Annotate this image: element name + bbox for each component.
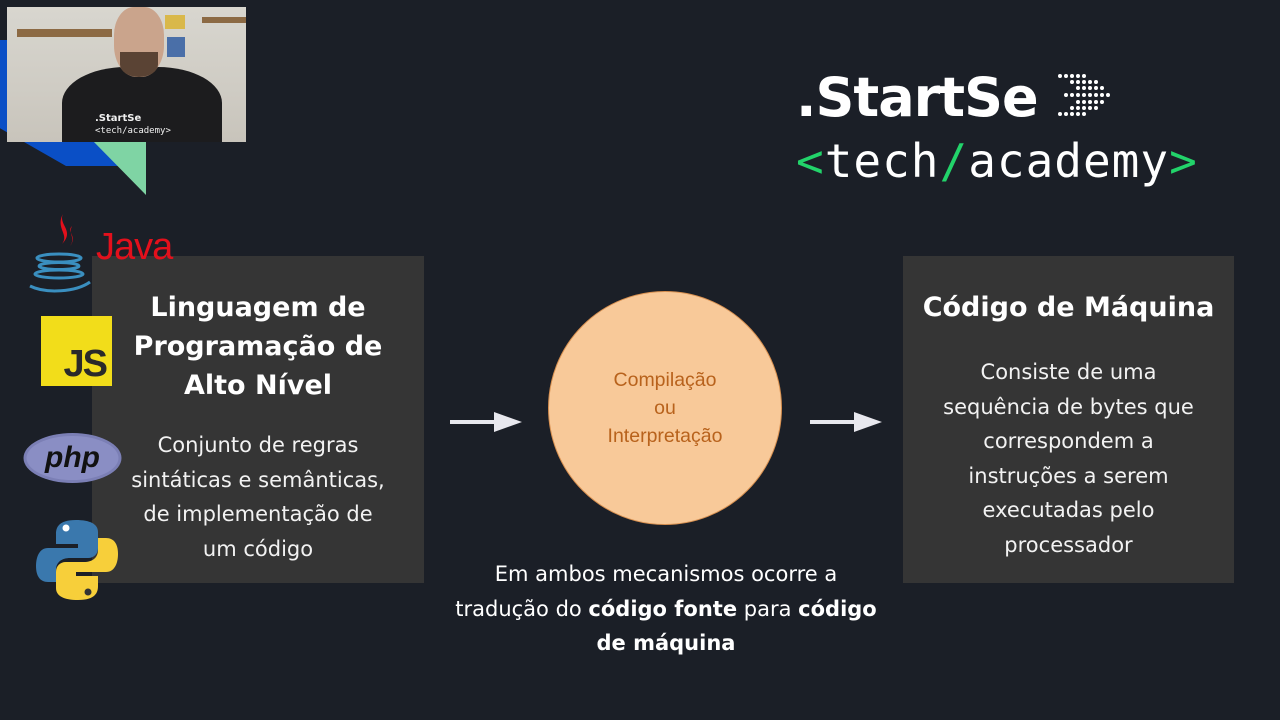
shirt-brand: .StartSe [95,113,142,124]
body-line: um código [202,536,314,561]
slide-caption: Em ambos mecanismos ocorre a tradução do… [446,557,886,661]
wall-sign [165,15,185,29]
body-line: correspondem a [983,429,1154,453]
body-line: Conjunto de regras [157,433,359,457]
decorative-green-triangle [92,140,146,195]
brand-tagline: <tech/academy> [796,134,1198,188]
process-label: Interpretação [607,425,723,447]
python-icon [36,520,118,600]
arrow-right-icon [450,412,522,432]
high-level-language-description: Conjunto de regras sintáticas e semântic… [112,428,404,566]
high-level-language-title: Linguagem de Programação de Alto Nível [112,288,404,405]
caption-bold: código de máquina [596,596,877,656]
compilation-interpretation-circle: Compilação ou Interpretação [548,291,782,525]
svg-text:php: php [44,441,100,474]
process-label: ou [654,397,676,419]
title-line: Linguagem de [150,292,366,323]
process-label: Compilação [613,369,717,391]
java-label: Java [96,226,173,268]
presenter-beard [120,52,158,77]
shelf [202,17,246,23]
high-level-language-box: Linguagem de Programação de Alto Nível C… [92,256,424,583]
wall-sign [167,37,185,57]
presenter-webcam: .StartSe <tech/academy> [7,7,246,142]
caption-bold: código fonte [588,596,738,621]
caption-text: Em ambos mecanismos ocorre a tradução do [455,562,838,621]
php-icon: php [23,433,122,483]
javascript-icon: JS [41,316,112,386]
tagline-academy: academy [968,134,1170,188]
title-line: Alto Nível [183,370,333,401]
body-line: instruções a serem [968,463,1169,488]
tagline-slash: / [939,134,969,188]
shirt-tagline: <tech/academy> [95,126,171,136]
tagline-tech: tech [824,134,940,188]
caption-text: para [737,596,799,621]
body-line: processador [1004,532,1133,557]
machine-code-box: Código de Máquina Consiste de uma sequên… [903,256,1234,583]
js-label: JS [63,343,109,385]
tagline-open-bracket: < [796,134,825,188]
body-line: sintáticas e semânticas, [131,467,385,492]
body-line: Consiste de uma [980,360,1157,384]
arrow-right-icon [810,412,882,432]
body-line: de implementação de [143,502,373,526]
body-line: sequência de bytes que [943,394,1194,419]
shirt-logo: .StartSe <tech/academy> [95,113,195,137]
tagline-close-bracket: > [1169,134,1198,188]
machine-code-title: Código de Máquina [922,292,1215,323]
body-line: executadas pelo [982,498,1155,522]
brand-logo: .StartSe [796,66,1039,129]
machine-code-description: Consiste de uma sequência de bytes que c… [933,355,1204,562]
java-icon [29,212,91,293]
shelf [17,29,112,37]
brand-arrow-icon [1058,74,1110,116]
presenter-body [62,67,222,142]
title-line: Programação de [133,331,383,362]
